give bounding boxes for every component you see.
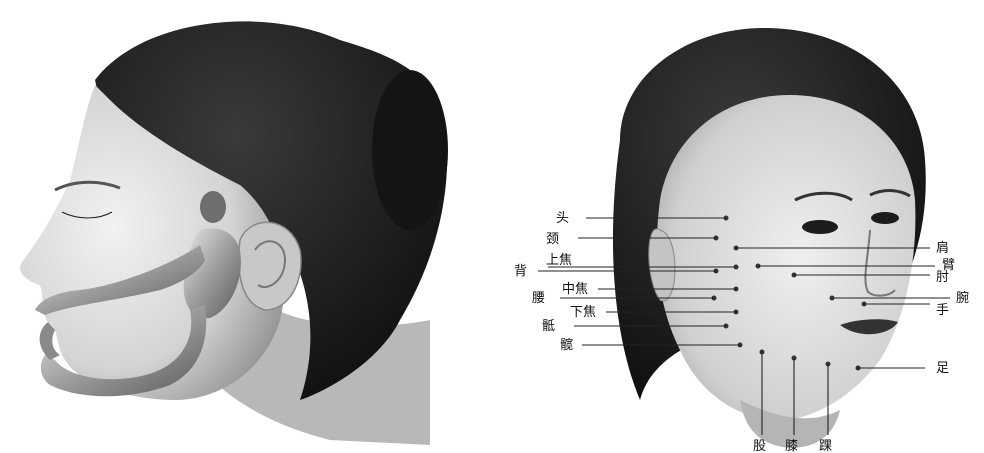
label-sacrum: 骶 <box>542 319 555 334</box>
label-middle-jiao: 中焦 <box>562 282 588 297</box>
label-upper-jiao: 上焦 <box>546 253 572 268</box>
label-back: 背 <box>514 264 527 279</box>
front-face <box>657 95 915 420</box>
label-hand: 手 <box>936 303 949 318</box>
label-hip-bone: 髋 <box>560 337 573 353</box>
label-ankle: 踝 <box>819 439 832 453</box>
profile-head-illustration <box>20 21 448 445</box>
right-eye <box>871 212 899 224</box>
left-eye <box>802 220 838 234</box>
label-foot: 足 <box>936 361 949 376</box>
profile-hair-bun <box>372 70 448 230</box>
label-head: 头 <box>556 211 569 226</box>
profile-ear <box>239 222 301 310</box>
label-waist: 腰 <box>532 291 545 306</box>
label-neck: 颈 <box>546 232 559 247</box>
label-wrist: 腕 <box>956 290 969 306</box>
label-thigh: 股 <box>753 439 766 453</box>
label-shoulder: 肩 <box>936 240 949 256</box>
label-knee: 膝 <box>785 439 798 453</box>
figure-head <box>200 191 226 223</box>
label-lower-jiao: 下焦 <box>570 305 596 320</box>
label-elbow: 肘 <box>936 270 949 285</box>
